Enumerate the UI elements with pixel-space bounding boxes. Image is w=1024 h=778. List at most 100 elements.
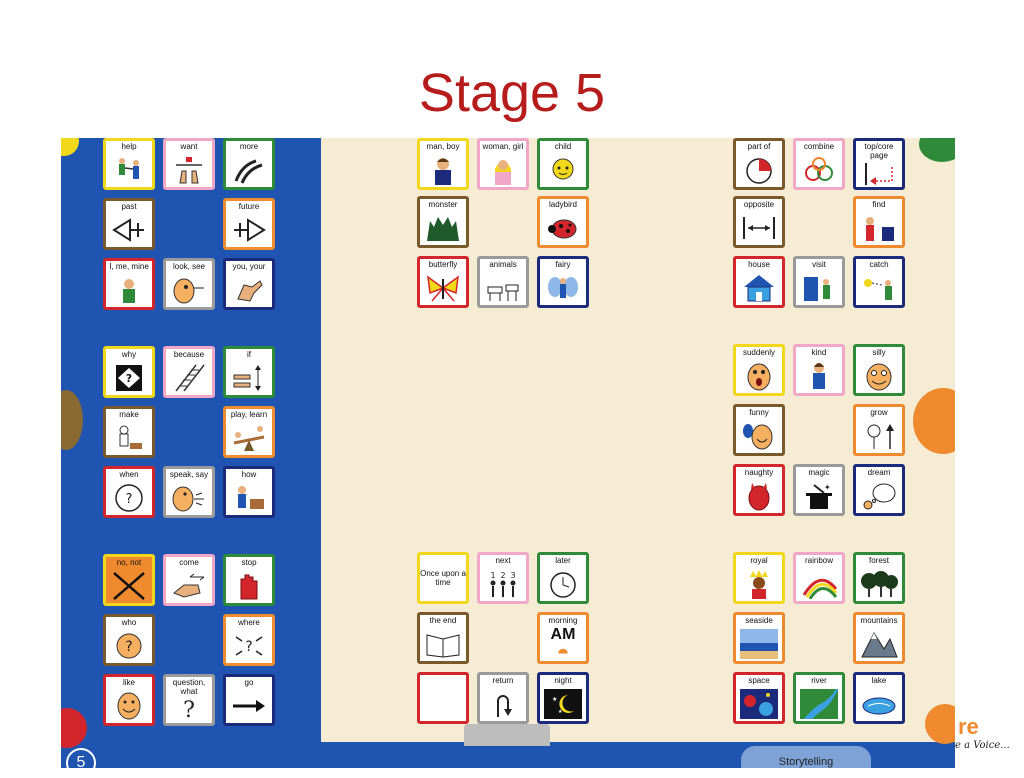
card-like[interactable]: like bbox=[103, 674, 155, 726]
card-more[interactable]: more bbox=[223, 138, 275, 190]
card-you-your[interactable]: you, your bbox=[223, 258, 275, 310]
card-morning[interactable]: morning AM bbox=[537, 612, 589, 664]
card-space[interactable]: space bbox=[733, 672, 785, 724]
card-when[interactable]: when ? bbox=[103, 466, 155, 518]
card-help[interactable]: help bbox=[103, 138, 155, 190]
card-make[interactable]: make bbox=[103, 406, 155, 458]
card-the-end[interactable]: the end bbox=[417, 612, 469, 664]
butterfly-icon bbox=[427, 275, 459, 302]
card-future[interactable]: future bbox=[223, 198, 275, 250]
card-fairy[interactable]: fairy bbox=[537, 256, 589, 308]
card-come[interactable]: come bbox=[163, 554, 215, 606]
card-once-upon-a-time[interactable]: Once upon a time bbox=[417, 552, 469, 604]
orange-dot bbox=[913, 388, 955, 454]
card-seaside[interactable]: seaside bbox=[733, 612, 785, 664]
card-past[interactable]: past bbox=[103, 198, 155, 250]
card-question-what[interactable]: question, what ? bbox=[163, 674, 215, 726]
hammer-person-icon bbox=[119, 425, 142, 449]
card-rainbow[interactable]: rainbow bbox=[793, 552, 845, 604]
opposite-arrows-icon bbox=[743, 217, 775, 239]
card-man-boy[interactable]: man, boy bbox=[417, 138, 469, 190]
card-go[interactable]: go bbox=[223, 674, 275, 726]
card-look-see[interactable]: look, see bbox=[163, 258, 215, 310]
moon-stars-icon: ★★ bbox=[544, 689, 582, 719]
brand-tagline: e a Voice... bbox=[955, 740, 1010, 751]
card-mountains[interactable]: mountains bbox=[853, 612, 905, 664]
card-monster[interactable]: monster bbox=[417, 196, 469, 248]
card-who[interactable]: who ? bbox=[103, 614, 155, 666]
card-dream[interactable]: dream bbox=[853, 464, 905, 516]
card-woman-girl[interactable]: woman, girl bbox=[477, 138, 529, 190]
card-child[interactable]: child bbox=[537, 138, 589, 190]
card-stop[interactable]: stop bbox=[223, 554, 275, 606]
card-suddenly[interactable]: suddenly bbox=[733, 344, 785, 396]
card-combine[interactable]: combine bbox=[793, 138, 845, 190]
more-icon bbox=[234, 159, 263, 184]
who-face-icon: ? bbox=[116, 633, 142, 659]
card-if[interactable]: if bbox=[223, 346, 275, 398]
card-magic[interactable]: magic ✦ bbox=[793, 464, 845, 516]
card-house[interactable]: house bbox=[733, 256, 785, 308]
am-text: AM bbox=[550, 626, 576, 643]
card-i-me-mine[interactable]: I, me, mine bbox=[103, 258, 155, 310]
green-dot bbox=[919, 138, 955, 162]
card-where[interactable]: where ? bbox=[223, 614, 275, 666]
card-kind[interactable]: kind bbox=[793, 344, 845, 396]
card-why[interactable]: why ? bbox=[103, 346, 155, 398]
dream-bubble-icon bbox=[863, 483, 896, 510]
card-visit[interactable]: visit bbox=[793, 256, 845, 308]
card-play-learn[interactable]: play, learn bbox=[223, 406, 275, 458]
card-opposite[interactable]: opposite bbox=[733, 196, 785, 248]
svg-text:3: 3 bbox=[510, 571, 515, 580]
return-tab[interactable] bbox=[464, 724, 550, 746]
arrow-left-icon bbox=[112, 218, 144, 242]
card-ladybird[interactable]: ladybird bbox=[537, 196, 589, 248]
arrow-right-bold-icon bbox=[233, 700, 265, 712]
card-funny[interactable]: funny bbox=[733, 404, 785, 456]
card-butterfly[interactable]: butterfly bbox=[417, 256, 469, 308]
svg-text:?: ? bbox=[245, 639, 252, 655]
card-want[interactable]: want bbox=[163, 138, 215, 190]
card-how[interactable]: how bbox=[223, 466, 275, 518]
card-speak-say[interactable]: speak, say bbox=[163, 466, 215, 518]
card-part-of[interactable]: part of bbox=[733, 138, 785, 190]
devil-face-icon bbox=[748, 483, 770, 511]
card-night[interactable]: night ★★ bbox=[537, 672, 589, 724]
kind-person-icon bbox=[813, 363, 825, 389]
card-royal[interactable]: royal bbox=[733, 552, 785, 604]
royal-crown-icon bbox=[750, 570, 768, 599]
woman-icon bbox=[495, 160, 511, 185]
card-return[interactable]: return bbox=[477, 672, 529, 724]
card-no-not[interactable]: no, not bbox=[103, 554, 155, 606]
svg-text:2: 2 bbox=[500, 571, 505, 580]
child-icon bbox=[552, 158, 574, 180]
card-river[interactable]: river bbox=[793, 672, 845, 724]
page-title: Stage 5 bbox=[418, 63, 606, 123]
card-top-core-page[interactable]: top/core page bbox=[853, 138, 905, 190]
card-animals[interactable]: animals bbox=[477, 256, 529, 308]
page-return-icon bbox=[865, 163, 893, 185]
card-catch[interactable]: catch bbox=[853, 256, 905, 308]
funny-balloon-icon bbox=[743, 424, 773, 450]
storytelling-tab[interactable]: Storytelling bbox=[741, 746, 871, 768]
card-because[interactable]: because bbox=[163, 346, 215, 398]
card-find[interactable]: find bbox=[853, 196, 905, 248]
card-grow[interactable]: grow bbox=[853, 404, 905, 456]
mountains-icon bbox=[861, 631, 898, 658]
how-person-icon bbox=[238, 486, 264, 509]
beckoning-hand-icon bbox=[173, 573, 205, 598]
card-naughty[interactable]: naughty bbox=[733, 464, 785, 516]
svg-text:?: ? bbox=[125, 639, 132, 655]
pie-segment-icon bbox=[746, 158, 772, 184]
storytelling-label: Storytelling bbox=[778, 756, 834, 768]
card-blank[interactable] bbox=[417, 672, 469, 724]
card-later[interactable]: later bbox=[537, 552, 589, 604]
card-forest[interactable]: forest bbox=[853, 552, 905, 604]
balance-hands-icon bbox=[233, 365, 261, 391]
catch-ball-icon bbox=[864, 279, 892, 300]
card-silly[interactable]: silly bbox=[853, 344, 905, 396]
card-lake[interactable]: lake bbox=[853, 672, 905, 724]
sunrise-icon bbox=[558, 648, 568, 654]
yellow-dot bbox=[61, 138, 79, 156]
